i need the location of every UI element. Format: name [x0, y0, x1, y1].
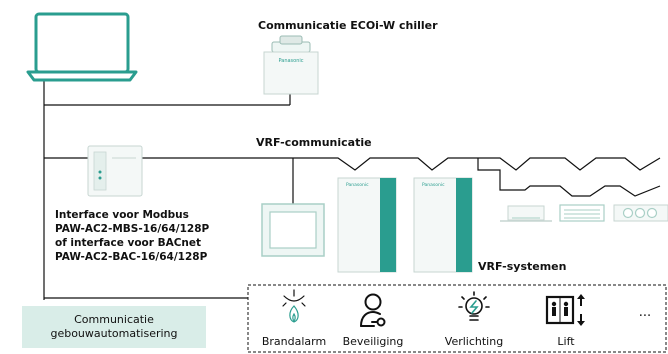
wall-unit-body [507, 205, 545, 221]
controller-screen [269, 211, 317, 249]
outdoor-unit-stripe [380, 178, 396, 272]
central-controller [261, 203, 325, 257]
subsystem-label-lift: Lift [557, 335, 575, 348]
chiller-body [263, 51, 319, 95]
chiller-logo: Panasonic [278, 58, 303, 64]
chiller-unit: Panasonic [263, 35, 319, 95]
subsystem-label-lighting: Verlichting [445, 335, 503, 348]
cassette-unit [613, 204, 668, 222]
indoor-units [500, 204, 668, 222]
status-led [98, 176, 102, 180]
outdoor-unit-logo: Panasonic [422, 182, 445, 188]
interface-module [87, 145, 143, 197]
outdoor-unit-stripe [456, 178, 472, 272]
wall-mounted-unit [500, 205, 552, 222]
more-systems-ellipsis: ... [639, 305, 651, 320]
interface-label-line-3: of interface voor BACnet [55, 237, 201, 249]
security-icon [360, 293, 386, 327]
ceiling-duct-unit [559, 204, 605, 222]
vrf-communication-line [142, 157, 661, 171]
cassette-outlet [622, 207, 634, 219]
outdoor-unit-logo: Panasonic [346, 182, 369, 188]
indoor-units-line [477, 158, 661, 197]
elevator-icon [545, 294, 585, 326]
laptop-screen [34, 12, 130, 74]
interface-label-line-4: PAW-AC2-BAC-16/64/128P [55, 251, 208, 263]
cassette-outlet [634, 207, 646, 219]
vrf-outdoor-unit-1: Panasonic [337, 177, 397, 273]
bus-lines [43, 78, 661, 300]
subsystem-label-security: Beveiliging [343, 335, 404, 348]
bms-communication-box: Communicatie gebouwautomatisering [22, 306, 206, 348]
lighting-icon [458, 291, 490, 321]
bms-label-line-2: gebouwautomatisering [50, 327, 178, 340]
fire-alarm-icon [282, 289, 306, 323]
vrf-communication-label: VRF-communicatie [256, 136, 372, 149]
vrf-outdoor-unit-2: Panasonic [413, 177, 473, 273]
chiller-fan-cap [279, 35, 303, 45]
building-systems-box [247, 284, 667, 353]
vrf-systems-label: VRF-systemen [478, 260, 566, 273]
laptop-base [26, 70, 138, 82]
interface-label-line-2: PAW-AC2-MBS-16/64/128P [55, 223, 210, 235]
chiller-label: Communicatie ECOi-W chiller [258, 19, 438, 32]
laptop-icon [26, 12, 138, 82]
duct-unit-body [559, 204, 605, 222]
subsystem-label-fire-alarm: Brandalarm [262, 335, 326, 348]
status-led [98, 170, 102, 174]
cassette-outlet [646, 207, 658, 219]
interface-label-line-1: Interface voor Modbus [55, 209, 189, 221]
bms-label-line-1: Communicatie [74, 313, 154, 326]
